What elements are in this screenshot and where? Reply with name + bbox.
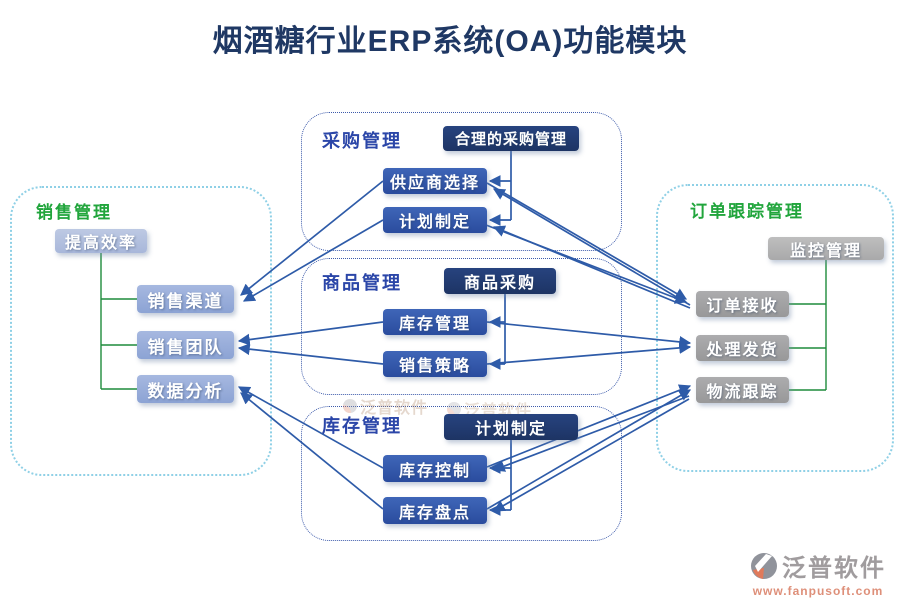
node-product-item: 销售策略 — [383, 351, 487, 377]
node-purchase-root: 合理的采购管理 — [443, 126, 579, 151]
node-sales-item: 数据分析 — [137, 375, 234, 403]
node-purchase-item: 供应商选择 — [383, 168, 487, 194]
watermark-logo-icon — [343, 399, 357, 413]
brand-footer: 泛普软件 www.fanpusoft.com — [750, 548, 886, 598]
node-order-item: 处理发货 — [696, 335, 789, 361]
page-title: 烟酒糖行业ERP系统(OA)功能模块 — [212, 25, 688, 58]
node-sales-item: 销售团队 — [137, 331, 234, 359]
node-sales-item: 销售渠道 — [137, 285, 234, 313]
node-inventory-item: 库存控制 — [383, 455, 487, 482]
order-module-title: 订单跟踪管理 — [690, 202, 804, 221]
purchase-module-title: 采购管理 — [322, 131, 402, 151]
node-product-item: 库存管理 — [383, 309, 487, 335]
watermark-logo-icon — [447, 402, 461, 416]
product-module-title: 商品管理 — [322, 273, 402, 293]
brand-name: 泛普软件 — [782, 555, 886, 582]
order-module-box — [656, 184, 894, 472]
node-product-root: 商品采购 — [444, 268, 556, 294]
node-inventory-root: 计划制定 — [444, 414, 578, 440]
node-purchase-item: 计划制定 — [383, 207, 487, 233]
node-order-item: 物流跟踪 — [696, 377, 789, 403]
inventory-module-title: 库存管理 — [322, 416, 402, 436]
node-order-item: 订单接收 — [696, 291, 789, 317]
brand-logo-icon — [751, 552, 777, 579]
node-inventory-item: 库存盘点 — [383, 497, 487, 524]
node-sales-root: 提高效率 — [55, 229, 147, 253]
brand-url: www.fanpusoft.com — [752, 584, 884, 598]
node-order-root: 监控管理 — [768, 237, 884, 260]
sales-module-title: 销售管理 — [36, 203, 112, 222]
